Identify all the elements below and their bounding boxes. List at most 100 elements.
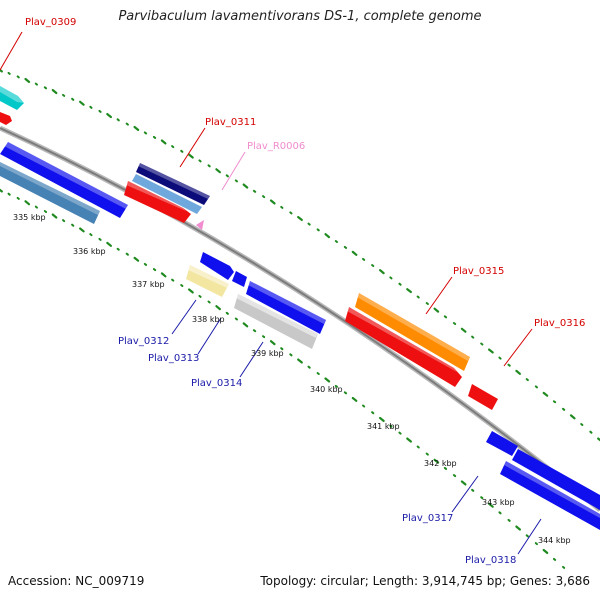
track-tick [507,363,511,367]
gene-lightblue-0311-pair[interactable] [132,174,202,214]
track-tick [207,164,211,168]
track-tick [316,372,320,375]
track-tick [371,411,375,415]
tick-label: 335 kbp [13,213,46,222]
gene-plav-r0006[interactable] [196,220,204,230]
track-tick [289,353,293,357]
track-tick [262,195,266,199]
track-tick [143,262,148,266]
gene-label-plav-0312[interactable]: Plav_0312 [118,336,169,347]
gene-plav-0314[interactable] [234,294,318,349]
track-tick [351,250,358,256]
track-tick [106,241,113,247]
track-tick [215,305,221,311]
track-tick [562,407,566,411]
track-tick [252,329,257,333]
tick-label: 341 kbp [367,422,400,431]
track-tick [34,82,38,86]
gene-label-plav-0315[interactable]: Plav_0315 [453,266,504,277]
track-tick [389,276,393,280]
track-tick [43,86,48,90]
track-tick [133,125,140,131]
gene-label-plav-0316[interactable]: Plav_0316 [534,318,585,329]
track-tick [343,391,348,395]
gene-label-plav-0309[interactable]: Plav_0309 [25,17,76,28]
track-tick [515,525,522,531]
track-tick [525,534,529,538]
track-tick [515,369,522,375]
tick-label: 342 kbp [424,459,457,468]
track-tick [171,145,175,149]
track-tick [171,278,175,282]
track-tick [43,210,48,213]
gene-plav-0318[interactable] [500,461,600,530]
gene-plav-0309[interactable] [0,86,24,110]
gene-steelblue-left[interactable] [0,162,100,224]
track-tick [416,295,420,299]
inner-dotted-track [0,188,566,569]
gene-label-plav-0311[interactable]: Plav_0311 [205,117,256,128]
tick-label: 343 kbp [482,498,515,507]
track-tick [62,93,66,97]
track-tick [225,311,229,315]
track-tick [460,480,467,486]
gene-plav-0317[interactable] [486,431,518,456]
gene-plav-0312[interactable] [186,265,229,297]
track-tick [180,284,184,287]
gene-label-plav-0317[interactable]: Plav_0317 [402,513,453,524]
gene-blue-over-0312[interactable] [200,252,234,280]
gene-plav-0313[interactable] [232,271,247,287]
gene-label-plav-0313[interactable]: Plav_0313 [148,353,199,364]
track-tick [160,272,167,278]
gene-plav-0311[interactable] [136,163,210,205]
track-tick [297,216,303,221]
gene-blue-over-0314[interactable] [246,281,326,334]
track-tick [379,416,385,422]
gene-fragment-red[interactable] [0,112,12,125]
track-tick [89,233,93,237]
track-tick [597,437,600,442]
track-tick [0,188,3,193]
track-tick [334,240,338,243]
gene-red-0311-pair[interactable] [124,181,191,223]
tick-label: 339 kbp [251,349,284,358]
track-tick [389,424,393,428]
tick-label: 337 kbp [132,280,165,289]
track-tick [406,288,412,294]
gene-blue-left-upper[interactable] [0,142,128,218]
track-tick [62,219,66,223]
track-tick [406,437,412,443]
track-tick [78,100,85,106]
track-tick [98,237,102,241]
track-tick [580,423,584,426]
track-tick [498,356,502,360]
gene-label-plav-r0006[interactable]: Plav_R0006 [247,141,305,152]
track-tick [7,71,11,75]
track-tick [152,135,157,139]
gene-label-plav-0318[interactable]: Plav_0318 [465,555,516,566]
tick-label: 340 kbp [310,385,343,394]
gene-red-under-0315[interactable] [345,307,462,387]
track-tick [433,458,440,464]
track-tick [452,322,457,325]
track-tick [269,340,276,346]
gene-blue-right-upper[interactable] [512,449,600,510]
track-tick [269,199,276,205]
topology-text: Topology: circular; Length: 3,914,745 bp… [260,574,590,588]
track-tick [324,377,331,383]
track-tick [362,257,366,261]
tick-label: 338 kbp [192,315,225,324]
track-tick [416,445,420,449]
tick-label: 336 kbp [73,247,106,256]
tick-label: 344 kbp [538,536,571,545]
map-title: Parvibaculum lavamentivorans DS-1, compl… [118,9,482,24]
track-tick [16,75,20,79]
gene-plav-0316[interactable] [468,384,498,410]
track-tick [188,153,194,159]
track-tick [307,222,311,226]
track-tick [316,228,320,232]
gene-plav-0315[interactable] [355,293,470,371]
track-tick [78,227,85,233]
gene-label-plav-0314[interactable]: Plav_0314 [191,378,242,389]
